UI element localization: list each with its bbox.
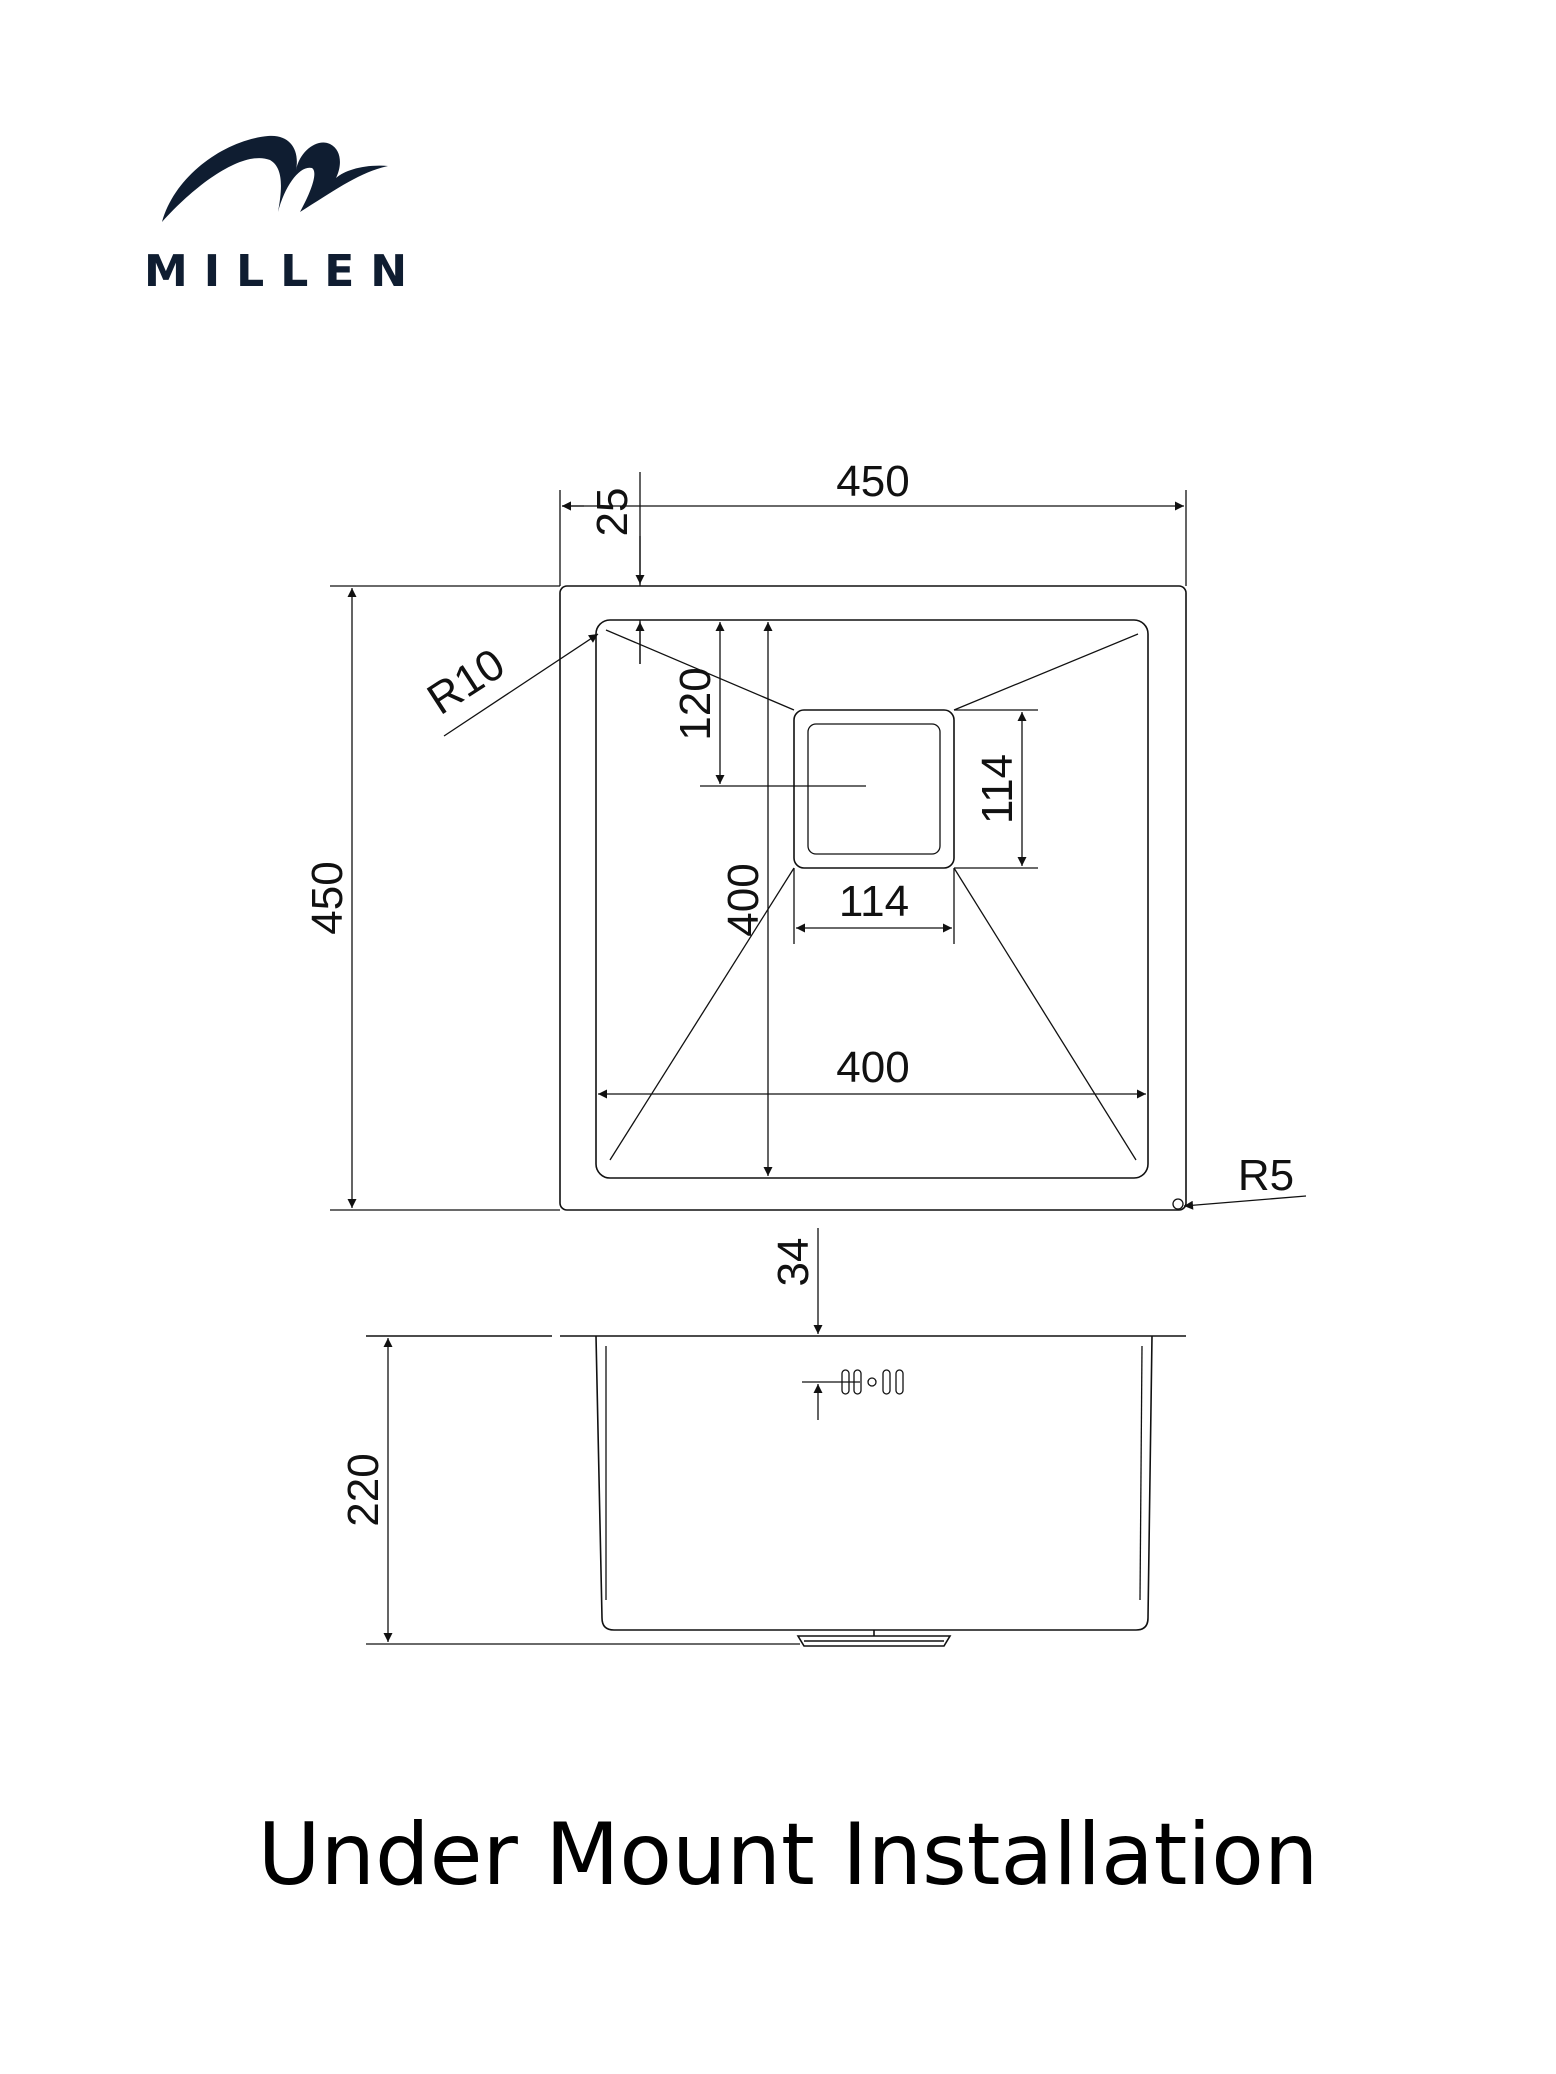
drain-width-label: 114 — [839, 877, 909, 926]
drain-inner-outline — [807, 723, 941, 855]
flange-width-label: 25 — [588, 488, 637, 537]
outer-radius-label: R5 — [1238, 1151, 1294, 1200]
drain-depth-label: 114 — [973, 754, 1022, 824]
side-view-bowl-outline — [595, 1335, 1153, 1631]
bowl-height-label: 220 — [339, 1453, 388, 1526]
overflow-offset-label: 34 — [769, 1238, 818, 1287]
drain-offset-label: 120 — [671, 667, 720, 740]
r10-leader — [443, 633, 599, 737]
drain-outer-outline — [793, 709, 955, 869]
overflow-slots-icon — [802, 1369, 904, 1395]
bowl-inner-outline — [595, 619, 1149, 1179]
r5-corner-mark — [1172, 1198, 1184, 1210]
side-view-inner-wall — [605, 1345, 1143, 1601]
bowl-depth-label: 400 — [719, 863, 768, 936]
top-extension-lines — [330, 472, 1187, 1211]
wave-m-logo-icon — [162, 135, 388, 222]
sink-outer-outline — [559, 585, 1187, 1211]
r5-leader — [1183, 1195, 1307, 1210]
bowl-slope-lines — [605, 629, 1139, 1161]
drain-outlet-icon — [796, 1630, 952, 1647]
bowl-width-label: 400 — [836, 1043, 909, 1092]
page-title: Under Mount Installation — [258, 1805, 1319, 1905]
overall-depth-label: 450 — [303, 861, 352, 934]
overall-width-label: 450 — [836, 457, 909, 506]
inner-radius-label: R10 — [419, 639, 513, 724]
brand-name: MILLEN — [144, 246, 423, 297]
